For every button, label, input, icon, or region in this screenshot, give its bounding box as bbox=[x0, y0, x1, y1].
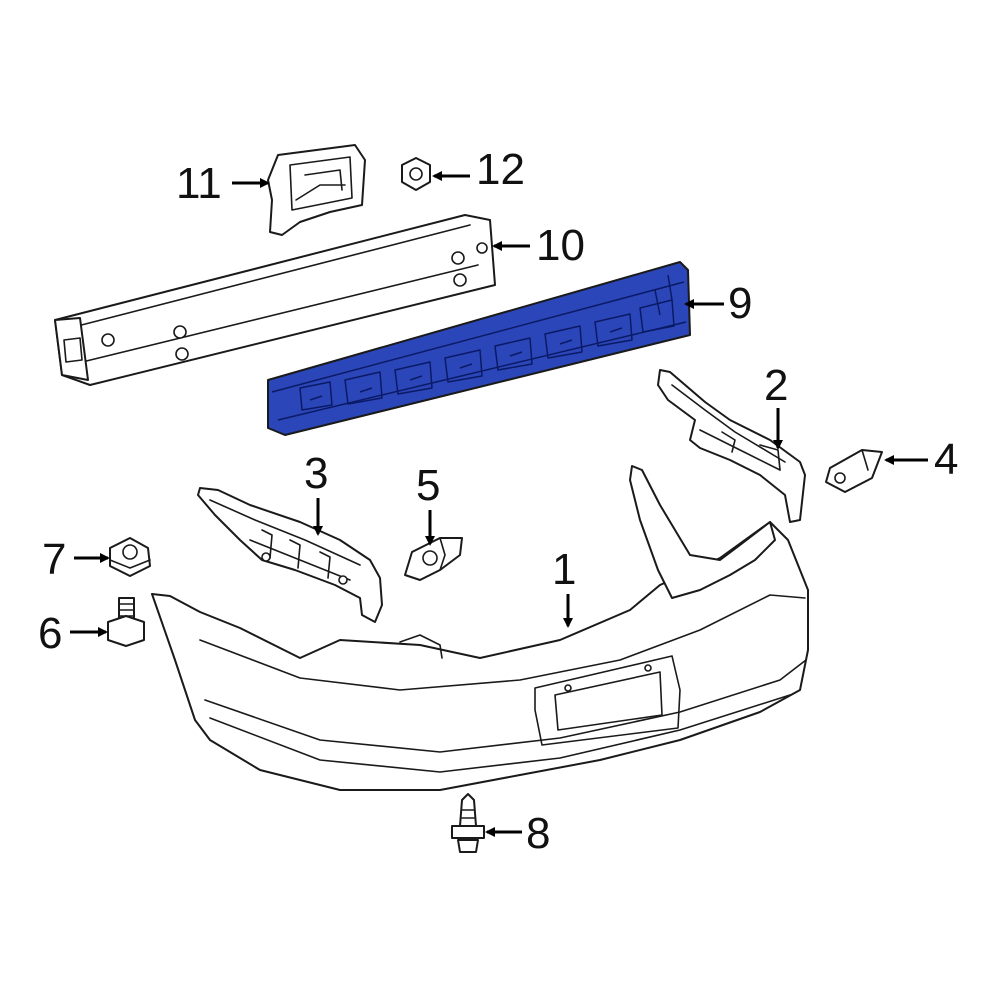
reinforcement-beam-part[interactable] bbox=[54, 214, 496, 386]
callout-9: 9 bbox=[728, 279, 752, 328]
callout-12: 12 bbox=[476, 145, 525, 194]
callout-7: 7 bbox=[42, 535, 66, 584]
callout-5: 5 bbox=[416, 461, 440, 510]
energy-absorber-part[interactable] bbox=[267, 261, 691, 436]
callout-labels: 1 2 3 4 5 6 7 8 9 10 11 12 bbox=[38, 145, 958, 858]
small-clip-part-4[interactable] bbox=[825, 449, 883, 493]
callout-10: 10 bbox=[536, 221, 585, 270]
callout-2: 2 bbox=[764, 361, 788, 410]
upper-bracket-part[interactable] bbox=[267, 144, 366, 236]
nut-part-7[interactable] bbox=[109, 537, 151, 577]
bumper-cover-part[interactable] bbox=[151, 465, 809, 791]
leader-lines bbox=[70, 171, 928, 837]
push-clip-part-8[interactable] bbox=[451, 793, 485, 853]
callout-1: 1 bbox=[552, 545, 576, 594]
callout-6: 6 bbox=[38, 609, 62, 658]
callout-8: 8 bbox=[526, 809, 550, 858]
right-side-bracket-part[interactable] bbox=[657, 369, 806, 523]
callout-11: 11 bbox=[176, 159, 222, 208]
left-side-bracket-part[interactable] bbox=[197, 487, 383, 623]
small-bracket-part-5[interactable] bbox=[404, 537, 463, 581]
bolt-part-6[interactable] bbox=[107, 597, 145, 647]
nut-part-12[interactable] bbox=[401, 157, 431, 191]
callout-3: 3 bbox=[304, 449, 328, 498]
callout-4: 4 bbox=[934, 435, 958, 484]
